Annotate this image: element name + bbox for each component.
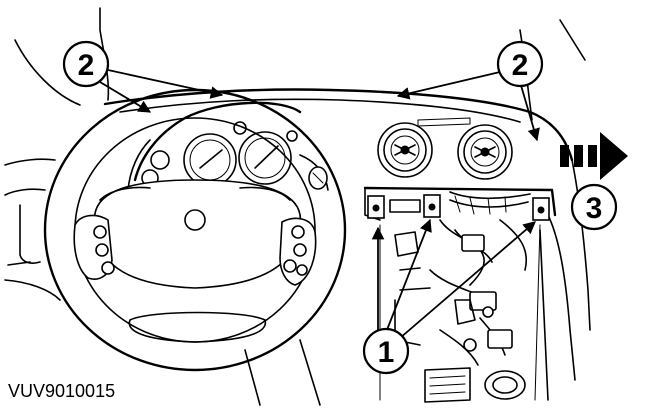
leaders-callout-1 bbox=[371, 218, 536, 339]
left-spoke-button-2 bbox=[95, 243, 109, 257]
callout-1-label: 1 bbox=[378, 336, 395, 369]
connector-2 bbox=[469, 291, 497, 311]
right-spoke-button-1 bbox=[291, 225, 305, 239]
callout-1: 1 bbox=[362, 327, 410, 375]
callout-3: 3 bbox=[570, 183, 618, 231]
callout-3-label: 3 bbox=[586, 192, 603, 225]
horn-emblem bbox=[184, 209, 206, 231]
leaders-callout-2-right bbox=[396, 71, 540, 142]
steering-wheel bbox=[43, 88, 347, 406]
center-air-vents bbox=[377, 122, 513, 180]
left-spoke-button-1 bbox=[93, 225, 107, 239]
left-side-trim bbox=[4, 158, 61, 301]
leaders-callout-2-left bbox=[99, 69, 224, 113]
callout-2-left-label: 2 bbox=[78, 49, 95, 82]
arrow-right-icon bbox=[560, 132, 628, 180]
callout-2-right: 2 bbox=[496, 40, 544, 88]
figure-reference-code: VUV9010015 bbox=[8, 381, 115, 401]
instrument-cluster bbox=[127, 101, 329, 191]
right-spoke-button-2 bbox=[293, 243, 307, 257]
left-spoke-button-3 bbox=[101, 261, 115, 275]
callout-2-left: 2 bbox=[62, 40, 110, 88]
connector-1 bbox=[461, 234, 485, 252]
airbag-hub bbox=[93, 179, 302, 289]
small-gauge-left bbox=[150, 150, 170, 170]
right-spoke-button-3 bbox=[283, 259, 297, 273]
callout-2-right-label: 2 bbox=[512, 49, 529, 82]
